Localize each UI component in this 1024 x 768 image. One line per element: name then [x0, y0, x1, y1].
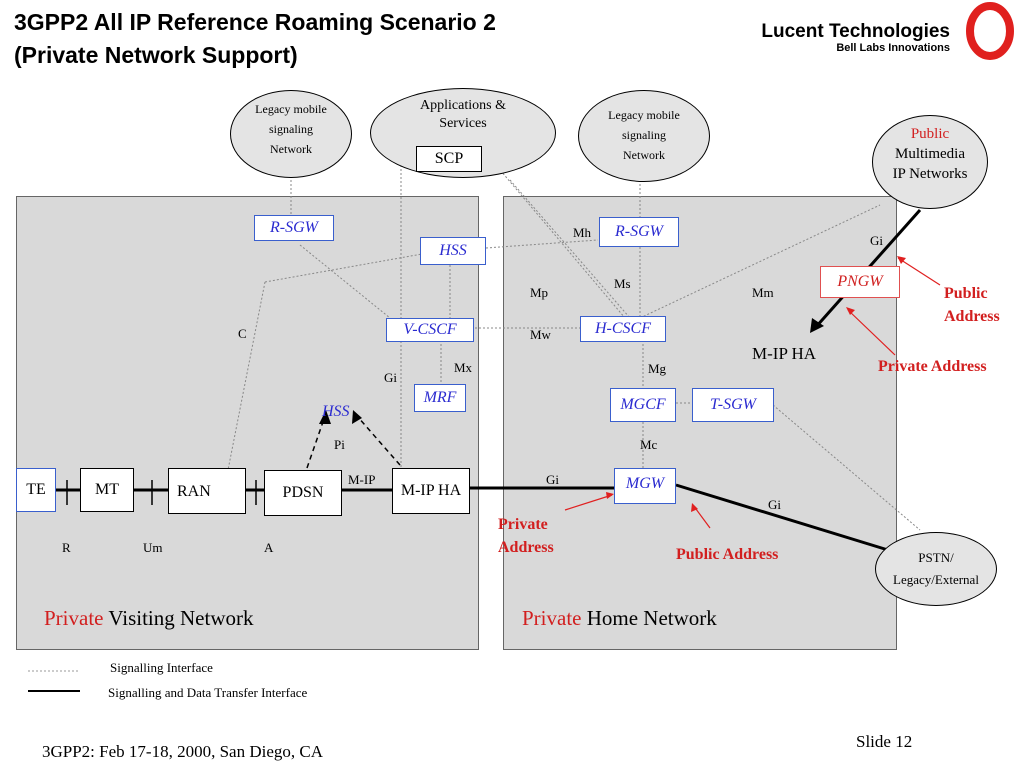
legacy-network-left: Legacy mobile signaling Network — [230, 90, 352, 178]
arrowhead-icon — [691, 503, 698, 512]
arrowhead-icon — [846, 307, 855, 315]
legend-signalling: Signalling Interface — [110, 660, 213, 675]
link-tsgw-pstn — [772, 404, 921, 531]
arrow-private-address2 — [564, 494, 613, 511]
iface-mm: Mm — [752, 285, 774, 300]
link-pdsn-hss — [306, 415, 326, 469]
home-rsgw: R-SGW — [599, 217, 679, 247]
lucent-brand: Lucent Technologies Bell Labs Innovation… — [761, 22, 950, 55]
link-rsgw-vcscf — [299, 244, 391, 319]
iface-um: Um — [143, 540, 163, 555]
slide-title: 3GPP2 All IP Reference Roaming Scenario … — [14, 6, 496, 72]
iface-mh: Mh — [573, 225, 592, 240]
iface-mw: Mw — [530, 327, 551, 342]
visited-rsgw: R-SGW — [254, 215, 334, 241]
private-address-annotation-1: Private Address — [878, 358, 987, 375]
iface-gi-public: Gi — [870, 233, 883, 248]
legacy-network-right: Legacy mobile signaling Network — [578, 90, 710, 182]
home-mgcf: MGCF — [610, 388, 676, 422]
public-address-annotation-1: Public Address — [944, 285, 1000, 325]
scp-box: SCP — [416, 146, 482, 172]
link-mgw-pstn — [675, 483, 889, 552]
title-line-2: (Private Network Support) — [14, 42, 298, 68]
mt-box: MT — [80, 468, 134, 512]
public-address-annotation-2: Public Address — [676, 546, 779, 563]
arrowhead-icon — [352, 410, 362, 424]
arrowhead-icon — [810, 318, 824, 333]
visited-hss-mobile: HSS — [322, 403, 350, 420]
link-hss-rsgw — [485, 239, 599, 249]
iface-r: R — [62, 540, 71, 555]
arrowhead-icon — [319, 410, 331, 424]
visited-hss: HSS — [420, 237, 486, 265]
home-mip-ha: M-IP HA — [752, 344, 817, 363]
visited-mip-ha-box: M-IP HA — [392, 468, 470, 514]
iface-gi-visited: Gi — [384, 370, 397, 385]
link-c — [227, 281, 266, 471]
home-tsgw: T-SGW — [692, 388, 774, 422]
link-scp-hcscf — [509, 179, 631, 319]
visited-mrf: MRF — [414, 384, 466, 412]
iface-ms: Ms — [614, 276, 631, 291]
ran-box: RAN — [168, 468, 246, 514]
link-mm — [639, 204, 881, 319]
iface-mg: Mg — [648, 361, 667, 376]
iface-mp: Mp — [530, 285, 549, 300]
slide-number: Slide 12 — [856, 732, 913, 751]
iface-pi: Pi — [334, 437, 345, 452]
link-c-top — [264, 253, 423, 283]
brand-tagline: Bell Labs Innovations — [836, 42, 950, 54]
iface-gi-home: Gi — [546, 472, 559, 487]
iface-gi-pstn: Gi — [768, 497, 781, 512]
te-box: TE — [16, 468, 56, 512]
arrowhead-icon — [606, 492, 614, 499]
link-apps-hcscf — [489, 157, 626, 319]
iface-a: A — [264, 540, 274, 555]
visiting-network-panel — [16, 196, 479, 650]
pstn-legacy-external: PSTN/ Legacy/External — [875, 532, 997, 606]
lucent-ring-icon — [966, 2, 1014, 60]
private-address-annotation-2: Private Address — [498, 516, 554, 556]
link-ha-hss — [356, 415, 401, 466]
public-multimedia-networks: Public Multimedia IP Networks — [872, 115, 988, 209]
mip-label: M-IP — [348, 472, 376, 487]
arrow-public-address1 — [897, 257, 941, 286]
pdsn-box: PDSN — [264, 470, 342, 516]
arrow-private-address1 — [847, 309, 896, 356]
legend-signalling-data: Signalling and Data Transfer Interface — [108, 685, 308, 700]
visiting-network-label: Private Visiting Network — [44, 606, 254, 630]
home-mgw: MGW — [614, 468, 676, 504]
footer-meeting: 3GPP2: Feb 17-18, 2000, San Diego, CA — [42, 742, 323, 761]
arrowhead-icon — [897, 256, 906, 264]
pngw-node: PNGW — [820, 266, 900, 298]
brand-name: Lucent Technologies — [761, 21, 950, 42]
iface-mx: Mx — [454, 360, 473, 375]
home-hcscf: H-CSCF — [580, 316, 666, 342]
title-line-1: 3GPP2 All IP Reference Roaming Scenario … — [14, 9, 496, 35]
iface-c: C — [238, 326, 247, 341]
home-network-label: Private Home Network — [522, 606, 717, 630]
visited-vcscf: V-CSCF — [386, 318, 474, 342]
iface-mc: Mc — [640, 437, 658, 452]
